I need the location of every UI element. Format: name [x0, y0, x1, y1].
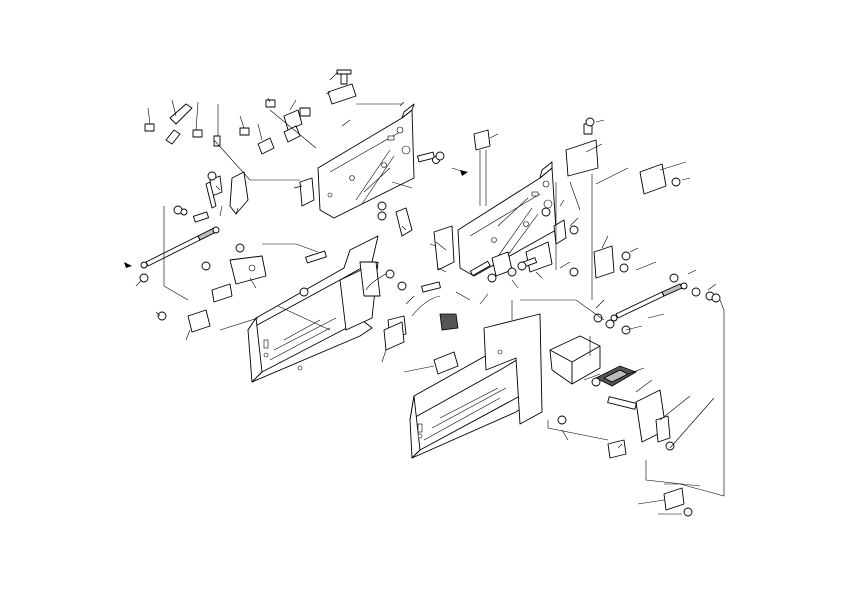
right-pins	[469, 197, 637, 410]
right-brackets	[433, 123, 685, 511]
left-gas-spring	[140, 226, 220, 269]
right-assembly	[409, 117, 725, 517]
left-top-small-parts	[144, 69, 357, 155]
left-leader-lines	[135, 71, 443, 373]
center-bottom-brackets	[383, 321, 459, 375]
right-solenoid-box	[549, 335, 601, 385]
left-screws	[139, 156, 440, 321]
left-upper-side-plate	[317, 103, 415, 219]
left-springs-and-pins	[192, 151, 459, 331]
right-screws	[435, 117, 721, 517]
left-assembly	[124, 69, 459, 383]
left-mid-brackets	[187, 171, 413, 339]
right-tension-spring	[473, 129, 491, 206]
right-leader-lines	[435, 119, 725, 515]
right-gas-spring	[610, 282, 688, 322]
right-rubber-pad	[595, 365, 637, 387]
right-lower-frame	[409, 313, 543, 459]
